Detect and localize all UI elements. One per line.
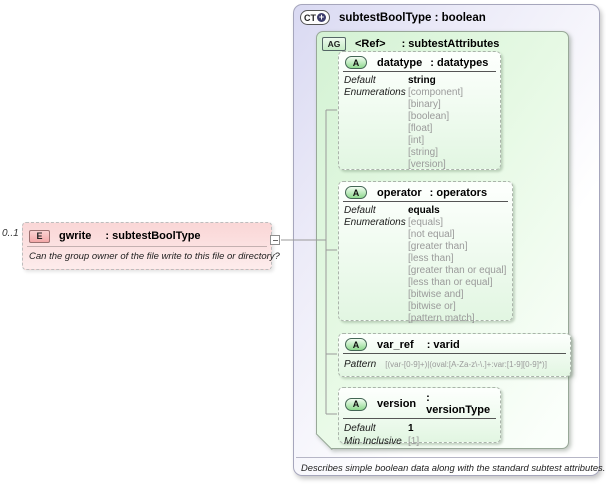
enumeration-value: [boolean] xyxy=(408,111,450,122)
facet-table: Default Min Inclusive 1 [1] xyxy=(339,419,500,448)
attribute-type: : varid xyxy=(426,338,460,351)
attribute-name: datatype xyxy=(377,56,423,69)
enumeration-value: [pattern match] xyxy=(408,313,475,324)
facet-table: Default Enumerations equals [equals][not… xyxy=(339,202,512,325)
enumeration-value: [greater than or equal] xyxy=(408,265,507,276)
attribute-icon: A xyxy=(345,56,367,69)
enumeration-list: [component][binary][boolean][float][int]… xyxy=(408,87,498,171)
ct-badge-label: CT xyxy=(304,12,316,23)
facet-label-default: Default xyxy=(344,205,376,216)
attribute-group-type: : subtestAttributes xyxy=(401,38,500,50)
facet-label-enumerations: Enumerations xyxy=(344,87,406,98)
attribute-name: var_ref xyxy=(377,338,414,351)
attribute-header: A datatype : datatypes xyxy=(343,52,496,72)
complex-type-box: CT + subtestBoolType : boolean AG <Ref> … xyxy=(293,4,606,476)
enumeration-list: [equals][not equal][greater than][less t… xyxy=(408,217,510,325)
facet-label-default: Default xyxy=(344,75,376,86)
attribute-box-version: A version : versionType Default Min Incl… xyxy=(338,387,501,447)
attribute-header: A var_ref : varid xyxy=(343,334,566,354)
attribute-group-icon: AG xyxy=(322,37,346,51)
element-annotation: Can the group owner of the file write to… xyxy=(29,251,280,262)
attribute-icon: A xyxy=(345,338,367,351)
attribute-group-name: <Ref> xyxy=(355,38,386,50)
facet-default-value: equals xyxy=(408,205,440,216)
attribute-type: : operators xyxy=(429,186,488,199)
plus-icon[interactable]: + xyxy=(317,12,326,22)
attribute-header: A version : versionType xyxy=(343,388,496,419)
attribute-icon: A xyxy=(345,397,367,411)
facet-table: Pattern [(var-[0-9]+)|(oval:[A-Za-z\-\.]… xyxy=(339,354,570,370)
enumeration-value: [binary] xyxy=(408,99,441,110)
element-icon: E xyxy=(29,229,50,243)
expand-handle-icon[interactable] xyxy=(270,235,280,245)
attribute-box-var-ref: A var_ref : varid Pattern [(var-[0-9]+)|… xyxy=(338,333,571,377)
facet-label-min-inclusive: Min Inclusive xyxy=(344,436,402,447)
element-header: E gwrite : subtestBoolType xyxy=(27,223,267,247)
complex-type-header: CT + subtestBoolType : boolean xyxy=(300,10,486,25)
attribute-group-header: AG <Ref> : subtestAttributes xyxy=(322,37,499,51)
facet-label-enumerations: Enumerations xyxy=(344,217,406,228)
attribute-type: : versionType xyxy=(426,392,491,416)
cardinality-label: 0..1 xyxy=(2,228,19,239)
enumeration-value: [float] xyxy=(408,123,433,134)
facet-pattern-value: [(var-[0-9]+)|(oval:[A-Za-z\-\.]+:var:[1… xyxy=(385,360,547,369)
attribute-name: version xyxy=(377,398,417,410)
enumeration-value: [less than or equal] xyxy=(408,277,493,288)
element-box-gwrite: E gwrite : subtestBoolType Can the group… xyxy=(22,222,280,270)
facet-min-inclusive-value: [1] xyxy=(408,436,420,447)
facet-default-value: 1 xyxy=(408,423,414,434)
enumeration-value: [int] xyxy=(408,135,425,146)
facet-label-pattern: Pattern xyxy=(344,359,377,370)
complex-type-description: Describes simple boolean data along with… xyxy=(301,462,606,473)
enumeration-value: [component] xyxy=(408,87,464,98)
element-type: : subtestBoolType xyxy=(105,230,201,242)
attribute-group-box: AG <Ref> : subtestAttributes A datatype … xyxy=(315,31,571,450)
enumeration-value: [less than] xyxy=(408,253,454,264)
enumeration-value: [equals] xyxy=(408,217,444,228)
enumeration-value: [not equal] xyxy=(408,229,455,240)
attribute-box-operator: A operator : operators Default Enumerati… xyxy=(338,181,513,324)
enumeration-value: [greater than] xyxy=(408,241,468,252)
facet-table: Default Enumerations string [component][… xyxy=(339,72,500,171)
element-name: gwrite xyxy=(59,230,92,242)
attribute-box-datatype: A datatype : datatypes Default Enumerati… xyxy=(338,51,501,170)
complex-type-icon: CT + xyxy=(300,10,330,25)
enumeration-value: [bitwise or] xyxy=(408,301,456,312)
facet-label-default: Default xyxy=(344,423,376,434)
minus-icon xyxy=(272,239,278,241)
attribute-header: A operator : operators xyxy=(343,182,508,202)
footer-divider xyxy=(296,457,598,458)
enumeration-value: [bitwise and] xyxy=(408,289,464,300)
attribute-name: operator xyxy=(377,186,422,199)
attribute-type: : datatypes xyxy=(430,56,489,69)
enumeration-value: [version] xyxy=(408,159,446,170)
facet-default-value: string xyxy=(408,75,436,86)
complex-type-title: subtestBoolType : boolean xyxy=(339,11,486,24)
attribute-icon: A xyxy=(345,186,367,199)
enumeration-value: [string] xyxy=(408,147,439,158)
